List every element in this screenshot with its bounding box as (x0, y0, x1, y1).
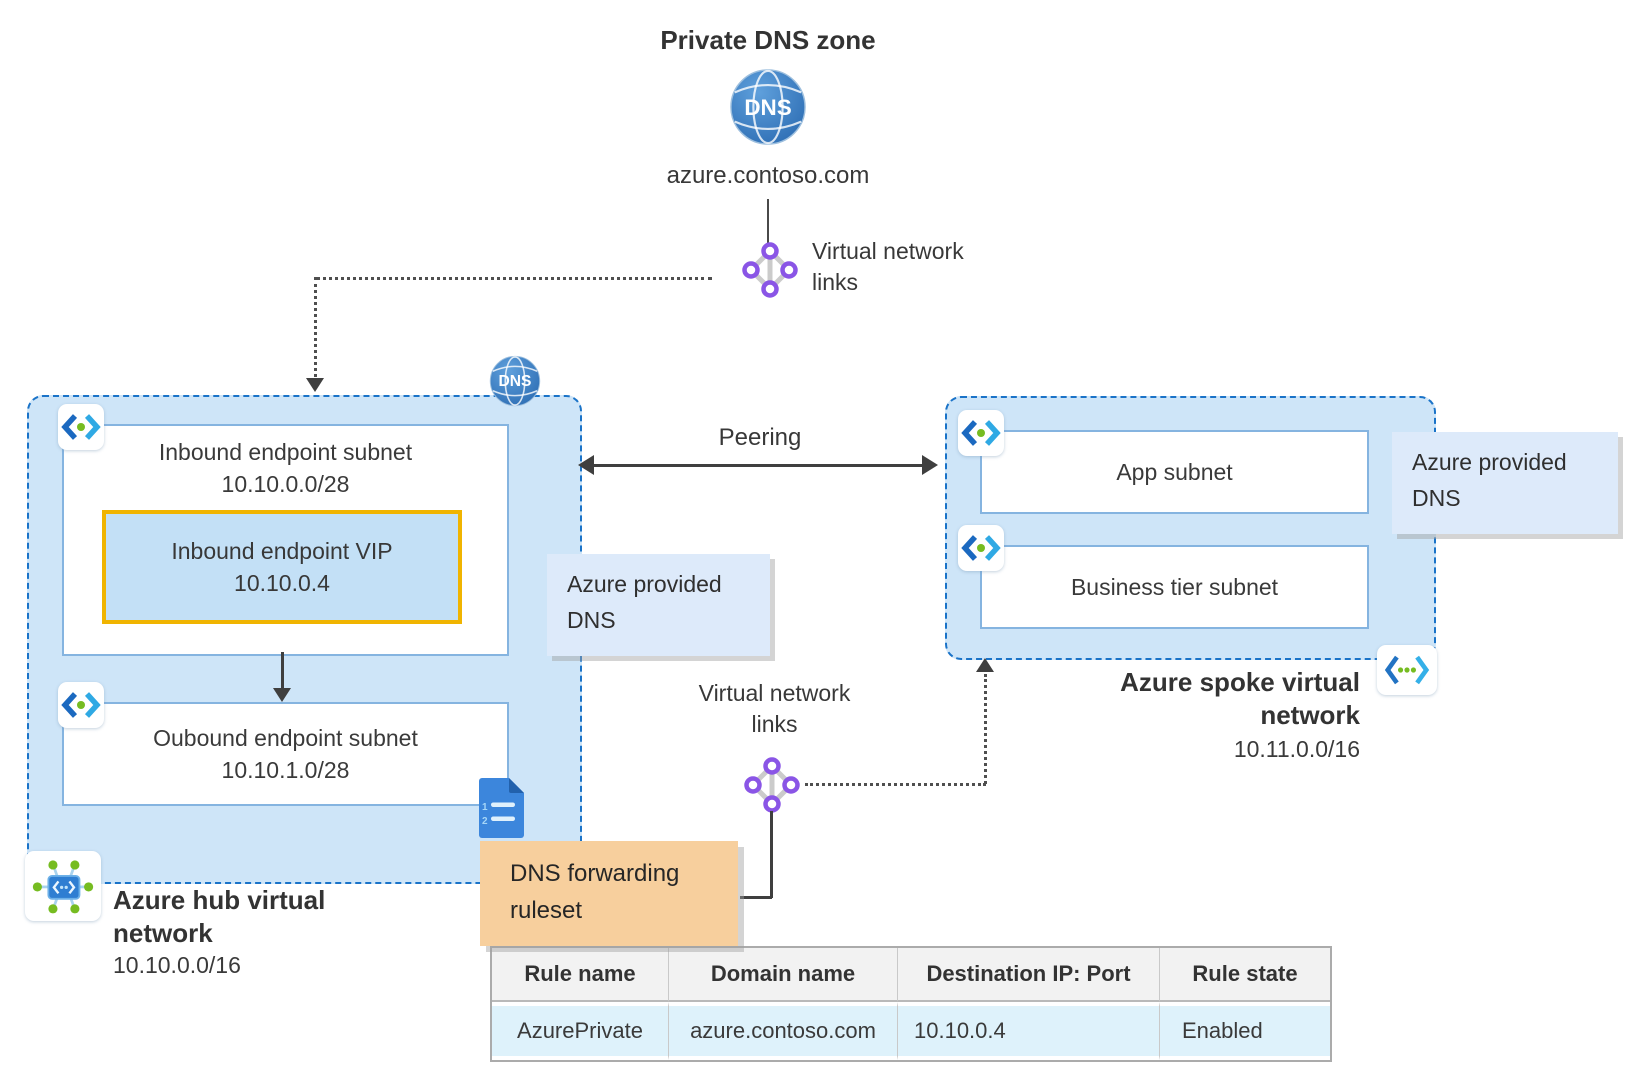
connector-links-to-ruleset-horizontal (740, 896, 772, 899)
hub-vnet-cidr: 10.10.0.0/16 (113, 952, 241, 978)
azure-provided-dns-text: Azure provided DNS (1412, 449, 1567, 511)
arrowhead-into-outbound (272, 688, 291, 702)
inbound-endpoint-vip-name: Inbound endpoint VIP (171, 538, 393, 564)
dns-forwarding-ruleset-doc-icon: 1 2 (477, 777, 525, 841)
inbound-subnet-cidr: 10.10.0.0/28 (221, 471, 350, 497)
peering-label: Peering (718, 424, 802, 451)
dotted-connector-to-spoke-horizontal (805, 783, 986, 786)
subnet-icon (958, 525, 1004, 571)
arrowhead-into-spoke (976, 658, 994, 672)
subnet-icon (58, 682, 104, 728)
spoke-vnet-label: Azure spoke virtual network (1120, 667, 1360, 730)
virtual-network-links-label-top: Virtual network links (812, 238, 964, 295)
virtual-network-links-label-mid: Virtual network links (698, 680, 851, 737)
outbound-subnet-box: Oubound endpoint subnet 10.10.1.0/28 (62, 702, 509, 806)
peering-arrowhead-left (578, 455, 594, 475)
dotted-connector-vertical (314, 277, 317, 377)
col-destination-ip-port: Destination IP: Port (898, 948, 1160, 1002)
cell-domain-name: azure.contoso.com (669, 1002, 898, 1060)
inbound-endpoint-vip-box: Inbound endpoint VIP 10.10.0.4 (102, 510, 462, 624)
col-rule-name: Rule name (492, 948, 669, 1002)
outbound-subnet-cidr: 10.10.1.0/28 (221, 757, 350, 783)
connector-inbound-to-outbound (281, 652, 284, 690)
col-rule-state: Rule state (1160, 948, 1330, 1002)
svg-text:DNS: DNS (499, 373, 532, 390)
app-subnet-box: App subnet (980, 430, 1369, 514)
business-subnet-box: Business tier subnet (980, 545, 1369, 629)
private-dns-zone-domain: azure.contoso.com (666, 162, 870, 189)
hub-vnet-label: Azure hub virtual network (113, 885, 326, 948)
azure-provided-dns-label-right: Azure provided DNS (1392, 432, 1618, 534)
cell-destination-ip: 10.10.0.4 (898, 1002, 1160, 1060)
hub-vnet-icon (25, 851, 101, 921)
private-dns-zone-title: Private DNS zone (660, 25, 876, 55)
spoke-vnet-icon (1377, 645, 1437, 695)
outbound-subnet-name: Oubound endpoint subnet (153, 725, 418, 751)
spoke-vnet-cidr: 10.11.0.0/16 (1233, 736, 1360, 762)
app-subnet-label: App subnet (1116, 459, 1233, 485)
svg-text:DNS: DNS (744, 95, 791, 120)
dns-forwarding-ruleset-label: DNS forwarding ruleset (480, 841, 738, 946)
peering-arrow (592, 464, 924, 467)
col-domain-name: Domain name (669, 948, 898, 1002)
svg-text:2: 2 (482, 816, 488, 827)
ruleset-table-wrap: Rule name Domain name Destination IP: Po… (490, 946, 1332, 1062)
subnet-icon (58, 404, 104, 450)
connector-links-to-ruleset-vertical (770, 811, 773, 898)
azure-provided-dns-text: Azure provided DNS (567, 571, 722, 633)
cell-rule-name: AzurePrivate (492, 1002, 669, 1060)
arrowhead-into-hub (306, 378, 324, 392)
dns-forwarding-ruleset-text: DNS forwarding ruleset (510, 860, 680, 924)
business-subnet-label: Business tier subnet (1070, 574, 1279, 600)
virtual-network-links-icon-mid (744, 757, 800, 813)
dotted-connector-to-spoke-vertical (984, 674, 987, 784)
azure-provided-dns-label-left: Azure provided DNS (547, 554, 770, 656)
cell-rule-state: Enabled (1160, 1002, 1330, 1060)
inbound-endpoint-vip-ip: 10.10.0.4 (234, 570, 330, 596)
inbound-subnet-name: Inbound endpoint subnet (158, 439, 413, 465)
table-header-row: Rule name Domain name Destination IP: Po… (492, 948, 1330, 1002)
subnet-icon (958, 410, 1004, 456)
peering-arrowhead-right (922, 455, 938, 475)
hub-dns-icon: DNS (489, 355, 541, 407)
dotted-connector-horizontal (316, 277, 712, 280)
svg-text:1: 1 (482, 802, 488, 813)
ruleset-table: Rule name Domain name Destination IP: Po… (490, 946, 1332, 1062)
connector-dns-to-links (767, 199, 769, 243)
dns-zone-icon: DNS (729, 68, 807, 146)
table-row: AzurePrivate azure.contoso.com 10.10.0.4… (492, 1002, 1330, 1060)
virtual-network-links-icon-top (742, 242, 798, 298)
